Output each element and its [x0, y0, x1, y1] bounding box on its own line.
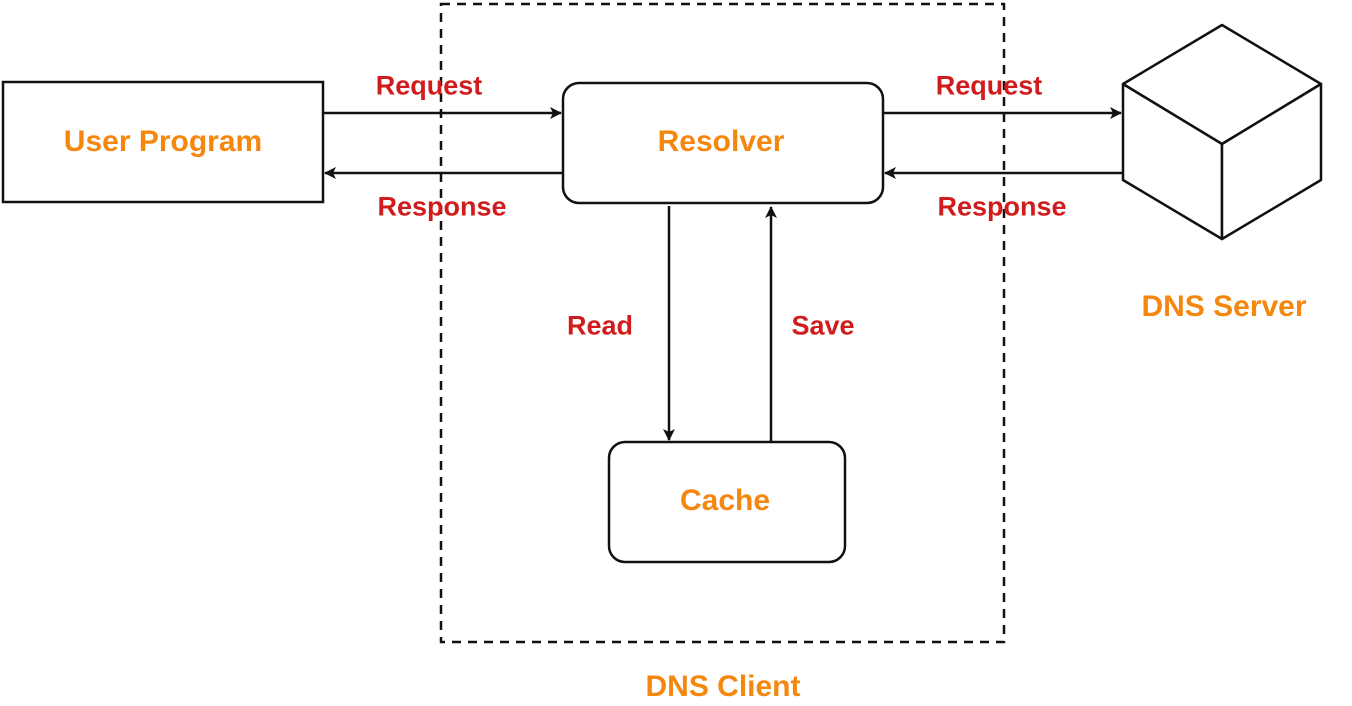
dns-server-label: DNS Server: [1141, 290, 1307, 323]
resolver-box[interactable]: [561, 81, 885, 205]
server-to-resolver-label: Response: [937, 191, 1067, 222]
user-to-resolver-label: Request: [375, 70, 483, 101]
user-program-box[interactable]: [1, 80, 325, 204]
cache-label: Cache: [679, 484, 771, 517]
dns-client-boundary: [439, 2, 1006, 644]
resolver-label: Resolver: [657, 125, 785, 158]
resolver-to-user-label: Response: [377, 191, 507, 222]
cache-box[interactable]: [607, 440, 847, 564]
cache-to-resolver-label: Save: [791, 310, 855, 341]
cube-icon[interactable]: [1121, 23, 1323, 241]
resolver-to-cache-label: Read: [566, 310, 634, 341]
user-program-label: User Program: [63, 125, 263, 158]
resolver-to-server-label: Request: [935, 70, 1043, 101]
dns-client-label: DNS Client: [645, 670, 801, 703]
